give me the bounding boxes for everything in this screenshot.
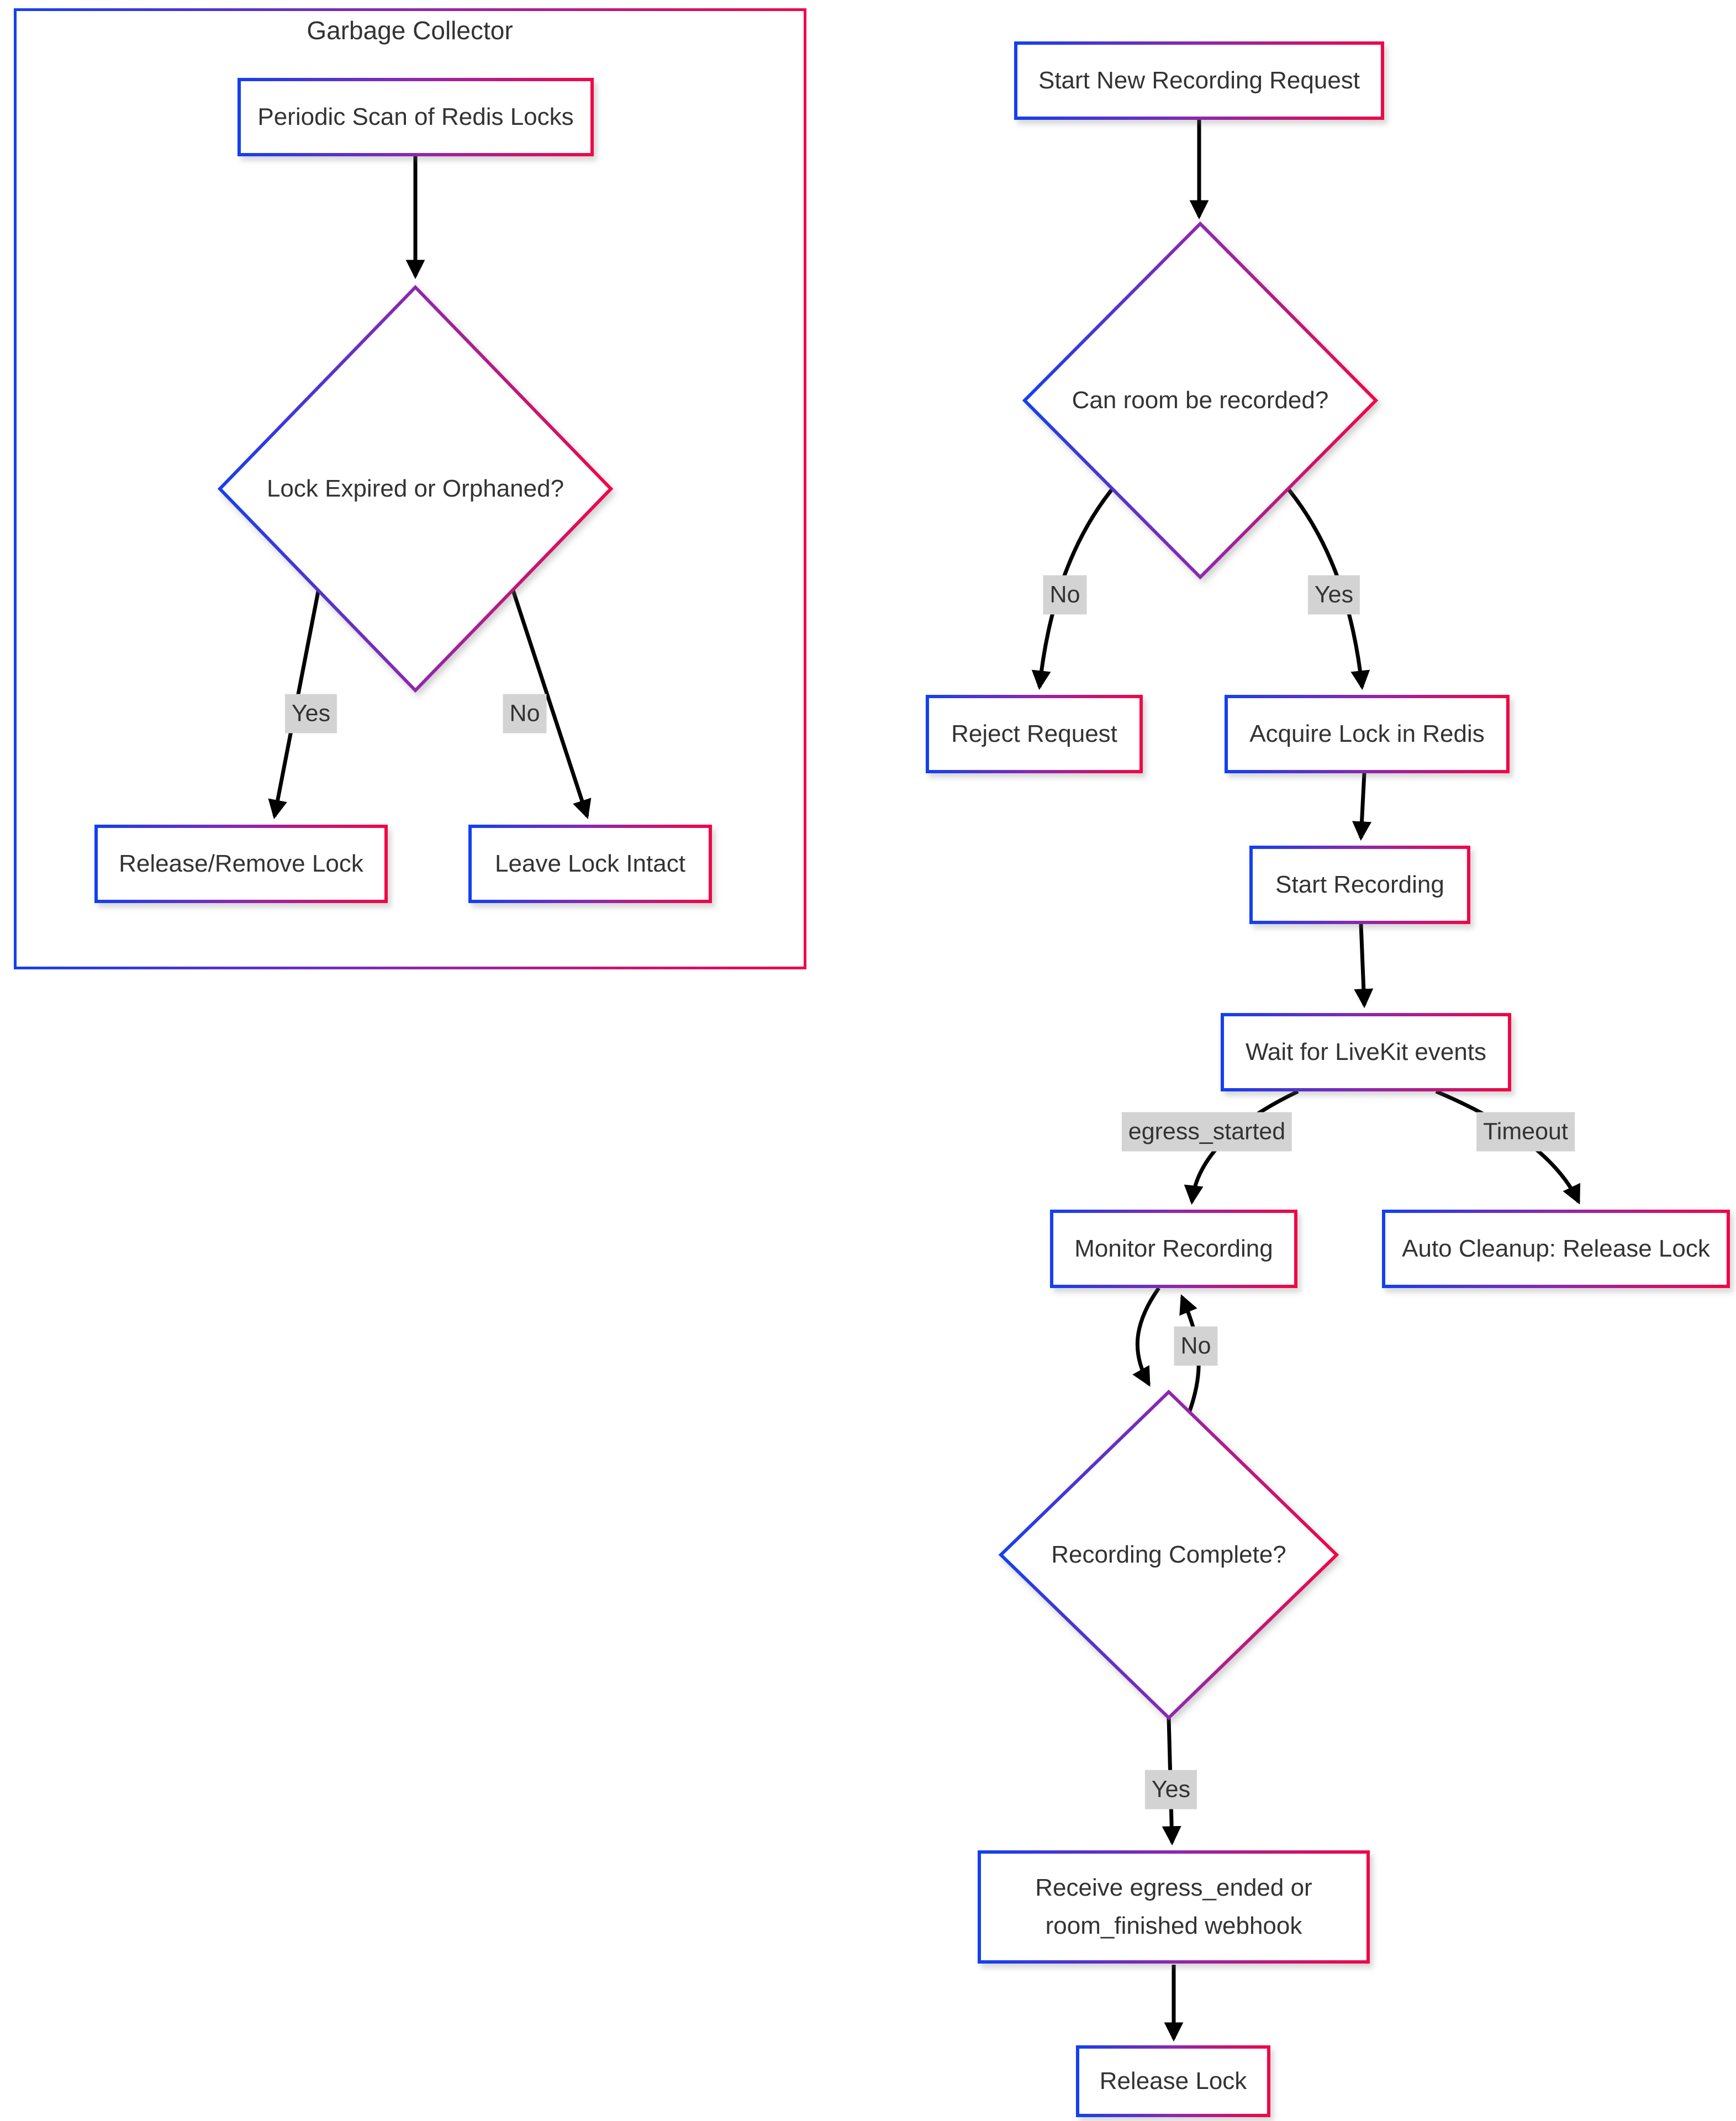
- node-leave-intact-label: Leave Lock Intact: [495, 850, 685, 877]
- node-wait-events-label: Wait for LiveKit events: [1245, 1038, 1487, 1065]
- subgraph-title: Garbage Collector: [307, 16, 513, 45]
- node-wait-events: Wait for LiveKit events: [1221, 1013, 1511, 1091]
- node-release-remove-label: Release/Remove Lock: [119, 850, 363, 877]
- subgraph-garbage-collector: [14, 8, 806, 969]
- edge-label-timeout: Timeout: [1476, 1112, 1575, 1152]
- node-auto-cleanup: Auto Cleanup: Release Lock: [1382, 1210, 1730, 1288]
- edge-label-record-no: No: [1043, 575, 1087, 615]
- edge-startrec-to-wait: [1354, 924, 1374, 1009]
- node-lock-expired-label: Lock Expired or Orphaned?: [266, 475, 564, 502]
- edge-label-gc-no: No: [503, 694, 547, 734]
- node-monitor-recording: Monitor Recording: [1050, 1210, 1297, 1288]
- decision-can-record-diamond: [1022, 221, 1379, 580]
- node-reject-request: Reject Request: [926, 695, 1143, 773]
- edge-label-egress-started: egress_started: [1121, 1112, 1292, 1152]
- node-release-lock: Release Lock: [1076, 2045, 1270, 2117]
- edge-label-gc-yes: Yes: [284, 694, 337, 734]
- node-release-remove: Release/Remove Lock: [94, 825, 388, 903]
- edge-label-record-yes: Yes: [1307, 575, 1360, 615]
- node-can-record-label: Can room be recorded?: [1072, 387, 1329, 414]
- node-monitor-recording-label: Monitor Recording: [1074, 1234, 1273, 1262]
- node-receive-webhook-line1: Receive egress_ended or: [1035, 1874, 1312, 1902]
- node-auto-cleanup-label: Auto Cleanup: Release Lock: [1402, 1234, 1710, 1262]
- edge-label-loop-no: No: [1174, 1326, 1218, 1366]
- node-acquire-lock: Acquire Lock in Redis: [1225, 695, 1510, 773]
- node-recording-complete-label: Recording Complete?: [1051, 1541, 1286, 1568]
- node-receive-webhook: Receive egress_ended or room_finished we…: [978, 1850, 1370, 1964]
- node-periodic-scan: Periodic Scan of Redis Locks: [238, 78, 594, 156]
- edge-monitor-to-complete: [1132, 1286, 1160, 1387]
- node-start-request: Start New Recording Request: [1014, 41, 1384, 120]
- node-start-request-label: Start New Recording Request: [1038, 66, 1360, 94]
- edge-acquire-to-startrec: [1352, 773, 1372, 841]
- node-start-recording: Start Recording: [1249, 846, 1470, 924]
- node-leave-intact: Leave Lock Intact: [468, 825, 712, 903]
- decision-recording-complete-diamond: [998, 1389, 1339, 1721]
- node-acquire-lock-label: Acquire Lock in Redis: [1249, 720, 1485, 747]
- node-reject-request-label: Reject Request: [951, 720, 1117, 747]
- node-receive-webhook-line2: room_finished webhook: [1045, 1912, 1302, 1939]
- node-release-lock-label: Release Lock: [1099, 2067, 1247, 2094]
- node-periodic-scan-label: Periodic Scan of Redis Locks: [257, 103, 574, 130]
- edge-label-complete-yes: Yes: [1144, 1770, 1197, 1809]
- node-start-recording-label: Start Recording: [1275, 870, 1444, 898]
